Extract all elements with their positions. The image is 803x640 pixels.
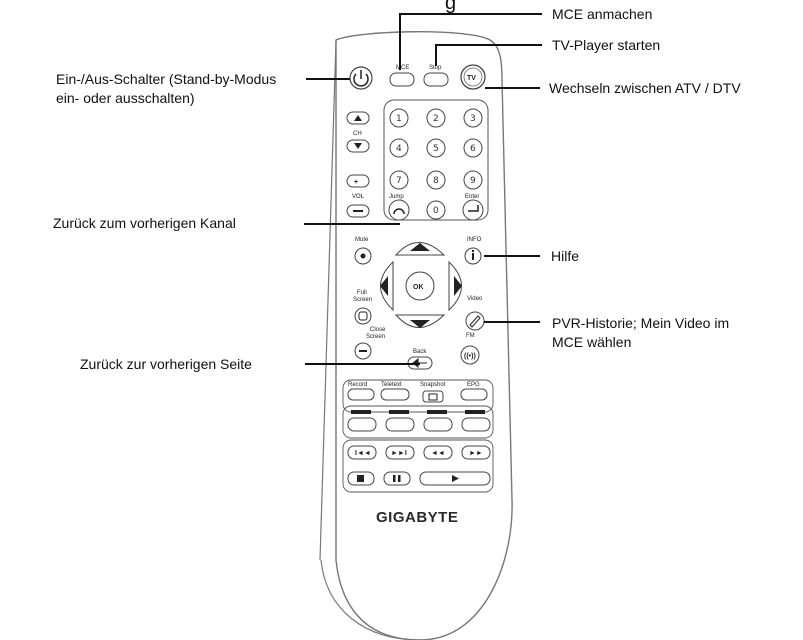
- svg-text:2: 2: [433, 114, 439, 124]
- video-label: Video: [467, 296, 483, 302]
- tv-button: [460, 64, 486, 90]
- epg-label: EPG: [467, 382, 480, 388]
- svg-text:3: 3: [470, 114, 476, 124]
- ok-button: [405, 271, 435, 301]
- video-button: [465, 311, 485, 331]
- mce-button: [389, 72, 415, 87]
- svg-text:I◄◄: I◄◄: [355, 450, 371, 457]
- teletext-button: [380, 388, 410, 401]
- callout-lines: [304, 13, 542, 365]
- mute-label: Mute: [355, 237, 369, 243]
- stop-button: [423, 72, 449, 87]
- jump-label: Jump: [389, 194, 404, 200]
- fm-label: FM: [466, 333, 475, 339]
- brand-logo: GIGABYTE: [376, 509, 458, 526]
- svg-text:5: 5: [433, 144, 439, 154]
- close-screen-label: Screen: [366, 334, 385, 340]
- back-label: Back: [413, 349, 427, 355]
- full-screen-button: [354, 307, 372, 325]
- enter-label: Enter: [465, 194, 479, 200]
- teletext-label: Teletext: [381, 382, 402, 388]
- callout-pvr-line1: PVR-Historie; Mein Video im: [552, 315, 730, 331]
- transport-buttons: I◄◄ ►►I ◄◄ ►►: [347, 445, 491, 486]
- snapshot-label: Snapshot: [420, 382, 446, 388]
- callout-prev-channel: Zurück zum vorherigen Kanal: [53, 215, 236, 231]
- mce-label: MCE: [396, 65, 409, 71]
- close-label: Close: [370, 327, 386, 333]
- vol-label: VOL: [352, 194, 365, 200]
- svg-text:6: 6: [470, 144, 476, 154]
- callout-help: Hilfe: [551, 248, 580, 264]
- svg-text:►►: ►►: [469, 450, 483, 457]
- record-label: Record: [348, 382, 367, 388]
- callout-tv-player: TV-Player starten: [552, 37, 661, 53]
- info-label: INFO: [467, 237, 482, 243]
- record-button: [347, 388, 375, 401]
- svg-text:4: 4: [396, 144, 402, 154]
- enter-button: [462, 199, 484, 221]
- callout-atv-dtv: Wechseln zwischen ATV / DTV: [549, 80, 741, 96]
- svg-text:7: 7: [396, 176, 402, 186]
- color-buttons: [347, 410, 491, 432]
- vol-up-button: [346, 174, 370, 188]
- svg-text:+: +: [354, 179, 358, 186]
- ch-label: CH: [353, 131, 362, 137]
- jump-button: [388, 199, 410, 221]
- svg-text:8: 8: [433, 176, 439, 186]
- power-icon: [353, 73, 369, 87]
- digit-buttons: 1 2 3 4 5 6 7 8 9 0: [389, 108, 483, 220]
- cropped-title: g: [445, 0, 457, 14]
- snapshot-button: [422, 390, 444, 403]
- callout-power-line2: ein- oder ausschalten): [56, 90, 195, 106]
- svg-text:1: 1: [396, 114, 402, 124]
- callout-power-line1: Ein-/Aus-Schalter (Stand-by-Modus: [56, 71, 277, 87]
- svg-text:9: 9: [470, 176, 476, 186]
- svg-text:((•)): ((•)): [464, 353, 476, 360]
- svg-text:◄◄: ◄◄: [431, 450, 445, 457]
- callout-prev-page: Zurück zur vorherigen Seite: [80, 356, 252, 372]
- tv-label: TV: [467, 75, 476, 82]
- svg-text:0: 0: [433, 206, 439, 216]
- svg-text:►►I: ►►I: [391, 450, 407, 457]
- fm-button: [460, 345, 480, 365]
- epg-button: [460, 388, 488, 401]
- ok-label: OK: [413, 284, 424, 291]
- full-label: Full: [357, 290, 367, 296]
- stop-label: Stop: [429, 65, 442, 71]
- full-screen-label: Screen: [353, 297, 372, 303]
- callout-mce-on: MCE anmachen: [552, 6, 653, 22]
- callout-pvr-line2: MCE wählen: [552, 334, 632, 350]
